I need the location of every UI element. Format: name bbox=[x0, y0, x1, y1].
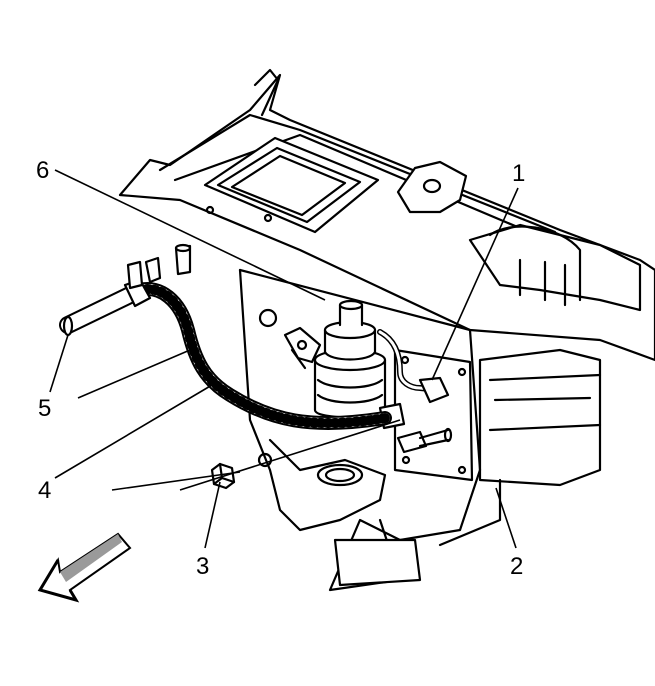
callout-2: 2 bbox=[510, 553, 523, 580]
callout-labels: 1 2 3 4 5 6 bbox=[36, 157, 525, 580]
fuel-feed-pipe bbox=[59, 243, 192, 337]
leader-line-1 bbox=[431, 187, 519, 381]
right-frame-rail bbox=[468, 223, 642, 487]
upper-bracket bbox=[396, 160, 468, 214]
leader-line-4 bbox=[54, 384, 213, 479]
callout-1: 1 bbox=[512, 160, 525, 187]
leader-line-3 bbox=[204, 481, 221, 549]
callout-6: 6 bbox=[36, 157, 49, 184]
reference-line-2 bbox=[77, 349, 191, 399]
upper-body-panel bbox=[118, 68, 655, 362]
front-direction-arrow-icon bbox=[37, 532, 132, 603]
fuel-hose bbox=[133, 282, 392, 431]
lower-bracket bbox=[238, 268, 502, 592]
fuel-filter bbox=[313, 299, 387, 419]
callout-3: 3 bbox=[196, 553, 209, 580]
plate-bolts bbox=[396, 427, 453, 454]
fuel-outlet-line bbox=[377, 329, 450, 404]
leader-lines bbox=[49, 169, 519, 549]
leader-line-5 bbox=[49, 334, 69, 393]
callout-5: 5 bbox=[38, 395, 51, 422]
access-cover bbox=[203, 136, 380, 234]
leader-line-2 bbox=[495, 487, 517, 549]
mounting-plate bbox=[393, 348, 474, 482]
reference-line bbox=[111, 471, 241, 491]
leader-line-6 bbox=[54, 169, 326, 301]
callout-4: 4 bbox=[38, 477, 51, 504]
leader-line-nut bbox=[179, 419, 401, 491]
filter-upper-fitting bbox=[283, 326, 322, 370]
